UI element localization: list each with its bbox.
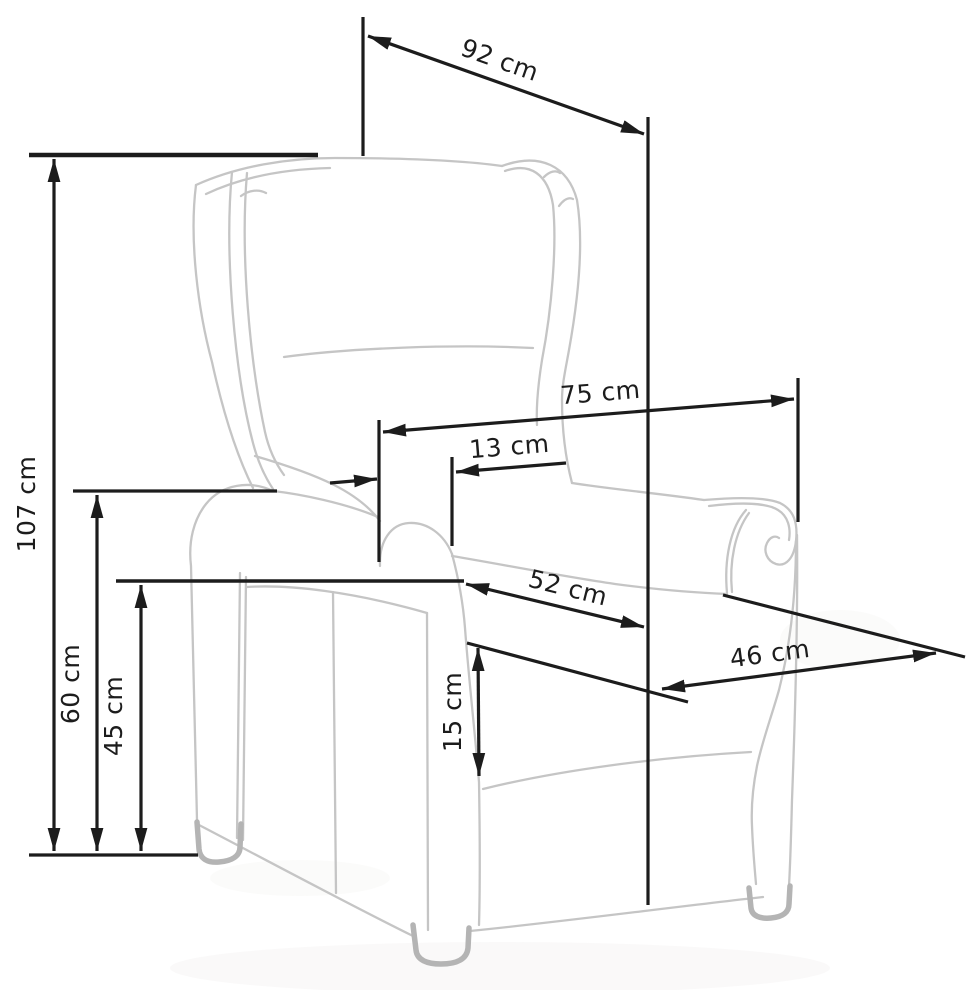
dim-label-46cm: 46 cm [728, 634, 811, 673]
dim-label-13cm: 13 cm [468, 429, 550, 464]
ext-line-46-rear [722, 593, 966, 659]
dim-label-52cm: 52 cm [526, 564, 611, 612]
chair-left-wing-inner-1 [228, 170, 275, 491]
chair-seat-front-edge [245, 585, 429, 615]
chair-left-arm-top [271, 489, 380, 519]
chair-front-panel-seam-2 [425, 611, 430, 932]
armchair-outline [189, 156, 799, 938]
chair-left-arm-front-edge-2 [241, 575, 248, 842]
dim-arrow-46 [661, 649, 937, 693]
chair-base-side-seam [481, 750, 753, 791]
chair-foot-left [194, 819, 244, 865]
chair-left-arm-outer [189, 483, 275, 822]
chair-left-wing-inner-2 [243, 171, 286, 477]
chair-right-wing-seam-1 [542, 170, 562, 179]
chair-lumbar-seam [253, 454, 382, 523]
scan-artifacts [170, 610, 900, 990]
dim-arrow-13-left [329, 474, 378, 488]
chair-right-wing-inner [503, 166, 556, 427]
chair-headrest-inner-edge [204, 166, 332, 196]
chair-foot-right [746, 883, 793, 921]
chair-right-arm-crease-2 [730, 511, 751, 594]
chair-foot-center [410, 922, 472, 967]
dim-arrow-15 [471, 647, 486, 777]
chair-front-panel-seam-1 [331, 590, 338, 895]
chair-left-arm-front-edge-1 [235, 571, 242, 840]
chair-base-bottom-left [197, 823, 415, 938]
dim-arrow-52 [465, 582, 645, 629]
chair-base-bottom-right [468, 895, 765, 933]
chair-right-arm-top [570, 481, 706, 502]
chair-right-wing-seam-2 [557, 197, 575, 208]
chair-right-arm-roll-outer [702, 496, 798, 566]
dim-label-60cm: 60 cm [56, 644, 85, 724]
dim-label-92cm: 92 cm [457, 33, 542, 87]
dimension-annotations: 92 cm 107 cm 60 cm 45 cm 75 cm 13 cm 52 … [12, 17, 966, 905]
dim-label-15cm: 15 cm [438, 672, 467, 752]
chair-right-side-edge [787, 533, 799, 888]
chair-headrest-seam-left [239, 189, 268, 198]
chair-right-arm-crease-1 [725, 508, 748, 595]
armchair-feet [194, 819, 793, 967]
chair-right-arm-roll-inner [707, 502, 791, 542]
chair-back-top-edge [194, 156, 504, 187]
dim-arrow-13-right [455, 461, 567, 477]
ext-line-46-front [466, 641, 689, 704]
chair-right-arm-front-edge [750, 539, 798, 886]
chair-back-seam [282, 345, 535, 359]
chair-back-left-edge [192, 183, 255, 490]
dim-arrow-75 [382, 394, 795, 437]
dim-label-75cm: 75 cm [559, 375, 641, 410]
dim-arrow-92 [367, 34, 645, 136]
dim-label-107cm: 107 cm [12, 456, 41, 553]
chair-armrest-front-arch [378, 521, 454, 568]
dim-label-45cm: 45 cm [99, 676, 128, 756]
